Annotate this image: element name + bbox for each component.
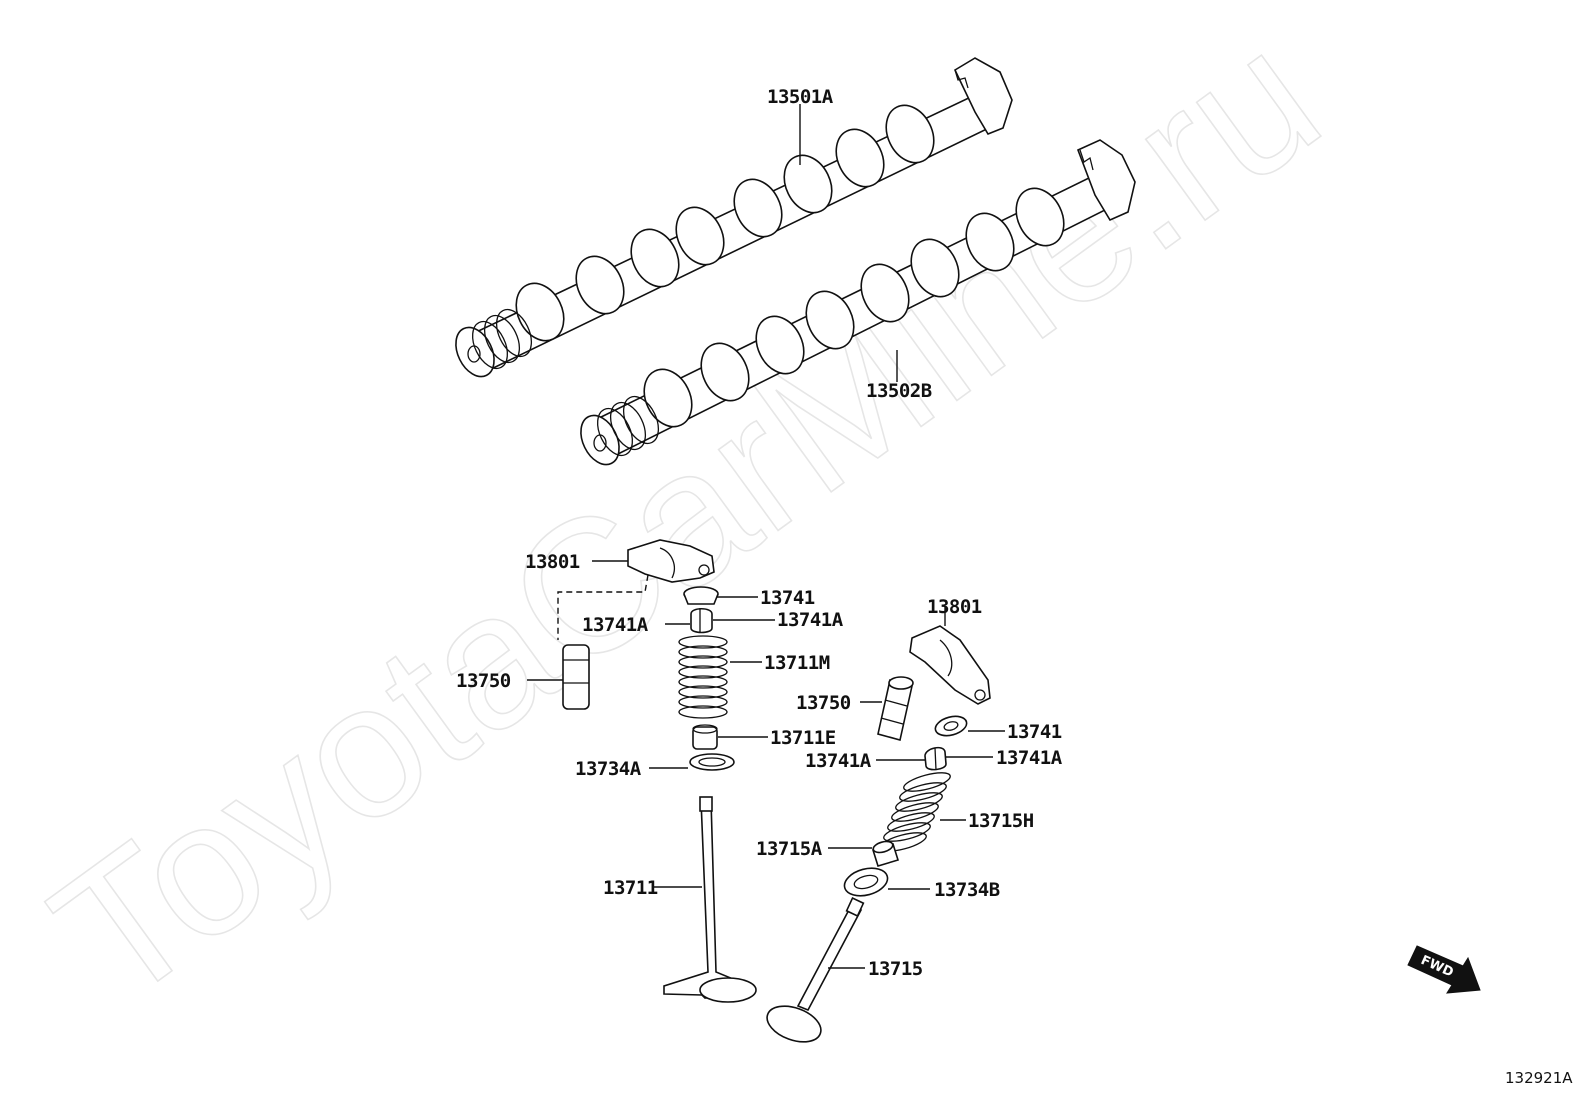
label-13741A-right-2: 13741A bbox=[996, 747, 1063, 769]
lash-adjuster-13750-right[interactable] bbox=[877, 676, 914, 741]
label-13741-right: 13741 bbox=[1007, 721, 1062, 743]
rocker-arm-13801-right[interactable] bbox=[909, 625, 991, 705]
label-13502B: 13502B bbox=[866, 380, 932, 402]
leader-lines bbox=[527, 104, 1005, 969]
valve-13711[interactable] bbox=[663, 796, 757, 1003]
label-13750-right: 13750 bbox=[796, 692, 851, 714]
label-13801-left: 13801 bbox=[525, 551, 580, 573]
label-13741A-left-1: 13741A bbox=[582, 614, 649, 636]
camshaft-13502B[interactable] bbox=[573, 139, 1136, 471]
rocker-arm-13801-left[interactable] bbox=[627, 539, 715, 583]
keeper-13741A-left[interactable] bbox=[690, 607, 713, 634]
retainer-13741-right[interactable] bbox=[933, 713, 969, 739]
valve-seal-13711E[interactable] bbox=[692, 724, 718, 750]
label-13801-right: 13801 bbox=[927, 596, 982, 618]
diagram-code: 132921A bbox=[1505, 1069, 1573, 1087]
spring-seat-13734B[interactable] bbox=[841, 864, 890, 901]
camshaft-13501A[interactable] bbox=[448, 57, 1013, 383]
label-13711E: 13711E bbox=[770, 727, 836, 749]
label-13711: 13711 bbox=[603, 877, 658, 899]
label-13734A: 13734A bbox=[575, 758, 642, 780]
retainer-13741-left[interactable] bbox=[683, 586, 719, 605]
label-13750-left: 13750 bbox=[456, 670, 511, 692]
label-13734B: 13734B bbox=[934, 879, 1000, 901]
spring-seat-13734A[interactable] bbox=[689, 753, 735, 771]
label-13741A-left-2: 13741A bbox=[777, 609, 844, 631]
label-13715A: 13715A bbox=[756, 838, 823, 860]
label-13501A: 13501A bbox=[767, 86, 834, 108]
fwd-arrow-icon: FWD bbox=[1407, 945, 1481, 994]
valve-spring-13711M[interactable] bbox=[678, 635, 728, 719]
label-13711M: 13711M bbox=[764, 652, 830, 674]
keeper-13741A-right[interactable] bbox=[924, 746, 947, 771]
valve-13715[interactable] bbox=[762, 897, 865, 1048]
label-13715: 13715 bbox=[868, 958, 923, 980]
valve-seal-13715A[interactable] bbox=[871, 840, 900, 867]
label-13741A-right-1: 13741A bbox=[805, 750, 872, 772]
dashed-guide-line bbox=[557, 574, 649, 640]
label-13741-left: 13741 bbox=[760, 587, 815, 609]
label-13715H: 13715H bbox=[968, 810, 1034, 832]
lash-adjuster-13750-left[interactable] bbox=[562, 644, 590, 710]
